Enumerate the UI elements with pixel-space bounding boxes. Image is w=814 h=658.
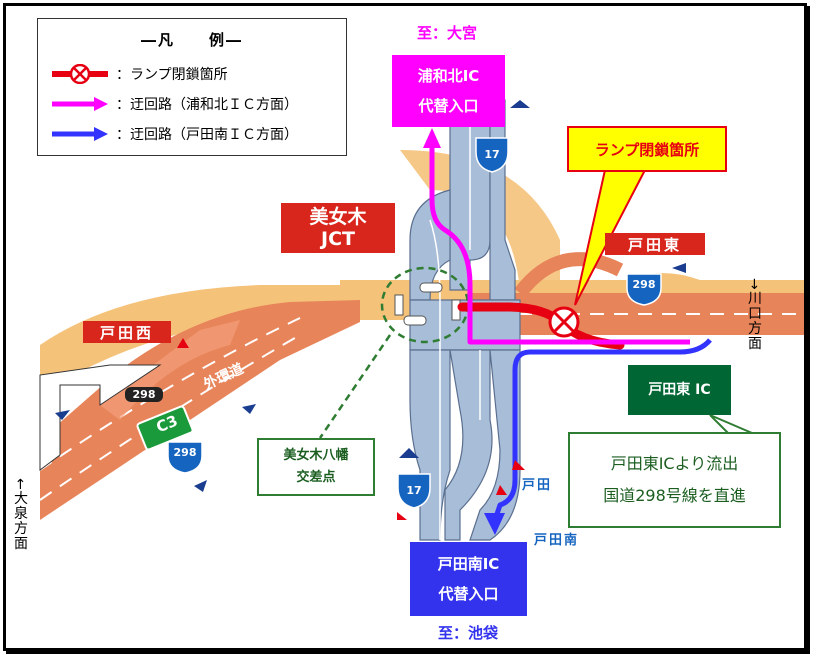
- toda-higashi-ic-box: 戸田東 IC: [628, 365, 731, 415]
- closure-marker-icon: [548, 306, 580, 338]
- route-17-south-label: 17: [406, 484, 422, 497]
- route-298-west-label: 298: [173, 446, 197, 459]
- destination-north: 至：大宮: [417, 24, 478, 42]
- route-298-shield-west-icon: [167, 441, 203, 474]
- intersection-leader-line: [318, 334, 392, 439]
- route-298-shield-icon: [626, 273, 662, 306]
- toda-minami-ramp-box: 戸田南IC 代替入口: [410, 542, 527, 616]
- magenta-arrow-icon: [52, 97, 108, 111]
- toda-minami-map-label: 戸田南: [534, 533, 580, 548]
- legend-item-closure: ：ランプ閉鎖箇所: [50, 63, 228, 85]
- exit-callout-pointer: [709, 414, 753, 434]
- toda-south-label: 戸田: [522, 478, 553, 493]
- detour-urawa-kita: [423, 128, 690, 345]
- legend-item-detour-toda: ：迂回路（戸田南ＩＣ方面）: [50, 123, 298, 145]
- legend-label: ：迂回路（戸田南ＩＣ方面）: [116, 127, 298, 143]
- route-17-shield-south-icon: [397, 473, 431, 509]
- legend-title: ―凡 例―: [140, 31, 243, 49]
- closure-legend-icon: [52, 64, 108, 84]
- toda-nishi-label: 戸田西: [99, 323, 154, 342]
- detour-toda-minami: [484, 338, 712, 535]
- legend-label: ：ランプ閉鎖箇所: [116, 67, 228, 83]
- jct-suffix: JCT: [321, 228, 355, 250]
- destination-west: ←大泉方面: [12, 478, 28, 551]
- blue-arrow-icon: [52, 127, 108, 141]
- urawa-kita-label: 浦和北IC: [417, 67, 480, 85]
- route-17-label: 17: [484, 148, 500, 161]
- bijogi-hachiman-label: 美女木八幡: [283, 448, 349, 463]
- traffic-signals: [394, 282, 461, 326]
- urawa-kita-sublabel: 代替入口: [418, 97, 479, 115]
- toda-higashi-sign: [605, 233, 705, 255]
- destination-east: →川口方面: [746, 278, 762, 351]
- toda-minami-sublabel: 代替入口: [438, 585, 499, 603]
- toda-higashi-sign-label: 戸田東: [627, 235, 682, 254]
- traffic-arrows: [55, 100, 686, 520]
- legend-item-detour-urawa: ：迂回路（浦和北ＩＣ方面）: [50, 93, 298, 115]
- c3-badge-icon: [136, 405, 194, 451]
- exit-instruction-line2: 国道298号線を直進: [603, 486, 746, 505]
- bijogi-hachiman-callout: 美女木八幡 交差点: [257, 438, 375, 496]
- jct-sign: [281, 203, 395, 253]
- toda-nishi-sign: [83, 321, 171, 343]
- toda-higashi-ic-label: 戸田東 IC: [648, 382, 711, 398]
- toll-building: [39, 364, 162, 471]
- exit-instruction-line1: 戸田東ICより流出: [610, 454, 739, 473]
- closure-callout: ランプ閉鎖箇所: [567, 126, 727, 172]
- jct-sign-label: 美女木 JCT: [281, 203, 395, 253]
- legend-box: ―凡 例― ：ランプ閉鎖箇所 ：迂回路（浦和北ＩＣ方面） ：迂回路（戸田南ＩＣ方…: [37, 18, 347, 156]
- route-298-oval-icon: [125, 387, 163, 402]
- bijogi-hachiman-sublabel: 交差点: [296, 470, 336, 485]
- toda-minami-label: 戸田南IC: [437, 555, 500, 573]
- exit-instructions-callout: 戸田東ICより流出 国道298号線を直進: [568, 432, 781, 528]
- route-298-oval-label: 298: [132, 388, 156, 401]
- urawa-kita-ramp-box: 浦和北IC 代替入口: [392, 55, 505, 127]
- legend-label: ：迂回路（浦和北ＩＣ方面）: [116, 97, 298, 113]
- closure-callout-label: ランプ閉鎖箇所: [594, 140, 700, 159]
- jct-name: 美女木: [309, 206, 367, 228]
- route-17-shield-icon: [475, 137, 509, 173]
- destination-south: 至：池袋: [438, 624, 499, 642]
- route-298-label: 298: [632, 278, 656, 291]
